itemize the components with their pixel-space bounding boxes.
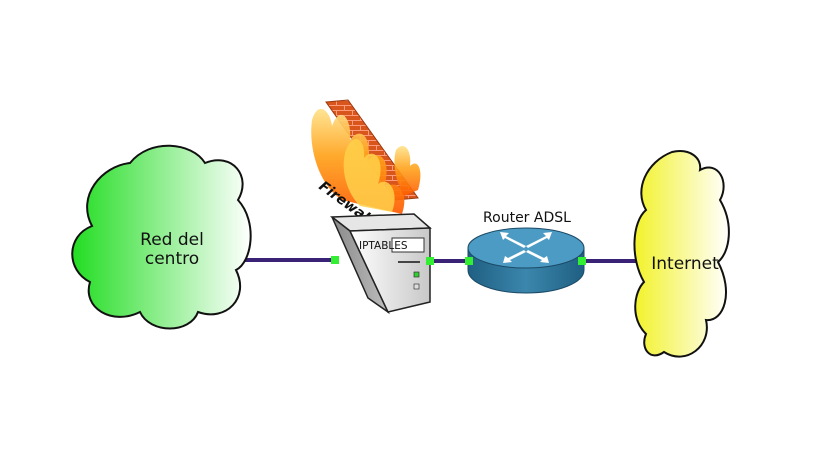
internet-label: Internet (651, 254, 719, 274)
router-arrows-icon (500, 232, 552, 263)
port-firewall-out (426, 257, 434, 265)
power-button (413, 283, 420, 290)
router-node: Router ADSL (467, 210, 585, 294)
power-led (413, 271, 420, 278)
port-router-in (465, 257, 473, 265)
links (244, 258, 644, 263)
port-lan-firewall (331, 256, 339, 264)
firewall-wall: Firewall (311, 99, 421, 228)
internet-cloud: Internet (633, 150, 730, 358)
firewall-server: IPTABLES (329, 213, 432, 315)
drive-bay (391, 237, 425, 253)
ports (331, 256, 586, 265)
lan-label-line2: centro (145, 249, 199, 269)
router-top (467, 227, 585, 269)
port-router-out (578, 257, 586, 265)
router-label: Router ADSL (483, 210, 571, 226)
lan-cloud: Red del centro (71, 144, 252, 330)
firewall-server-label: IPTABLES (359, 240, 408, 252)
lan-label-line1: Red del (140, 230, 204, 250)
